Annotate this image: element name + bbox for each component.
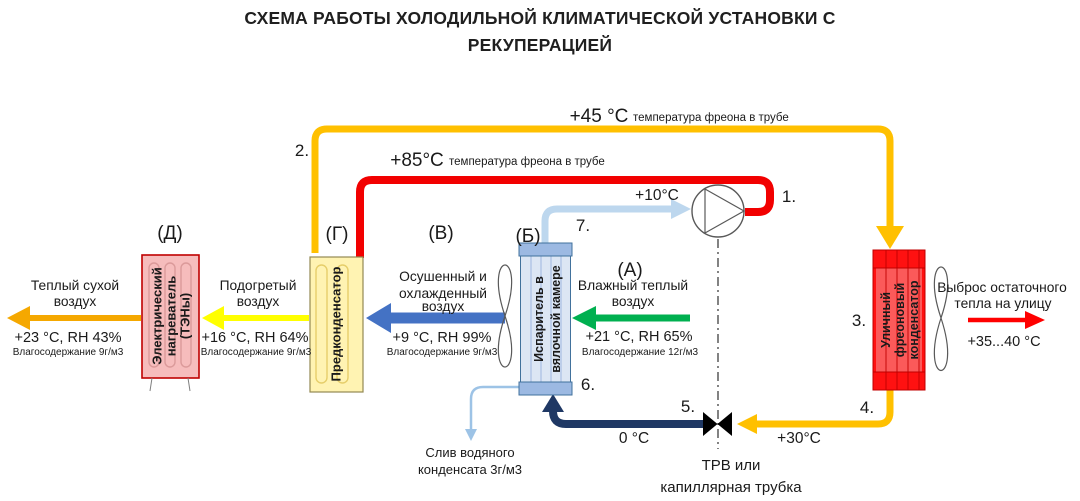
evaporator-fan-icon	[497, 264, 513, 368]
condenser-label-line3: конденсатор	[907, 280, 921, 359]
point-7-label: 7.	[576, 216, 590, 235]
precondenser-block: Предконденсатор	[309, 256, 364, 393]
condenser-fan-icon	[933, 266, 949, 372]
valve-caption-line2: капиллярная трубка	[660, 479, 802, 496]
pipe-liquid-yellow	[757, 388, 894, 428]
pipe-hot-gas-red	[356, 176, 774, 258]
point-1-label: 1.	[782, 187, 796, 206]
dried-air-line1: Осушенный и	[399, 269, 487, 284]
exhaust-heat-line1: Выброс остаточного	[937, 280, 1067, 295]
drain-caption-line2: конденсата 3г/м3	[418, 462, 522, 477]
pipe-expansion-navy	[549, 410, 706, 428]
humid-air-moisture: Влагосодержание 12г/м3	[582, 347, 699, 358]
arrowhead-into-condenser	[876, 226, 904, 249]
exhaust-heat-line2: тепла на улицу	[954, 296, 1051, 311]
drain-caption-line1: Слив водяного	[425, 445, 514, 460]
diagram-title-line1: СХЕМА РАБОТЫ ХОЛОДИЛЬНОЙ КЛИМАТИЧЕСКОЙ У…	[244, 8, 836, 28]
section-tag-V: (В)	[428, 223, 453, 244]
heated-air-moisture: Влагосодержание 9г/м3	[201, 347, 312, 358]
section-tag-D: (Д)	[157, 223, 183, 244]
expansion-pipe-temp: 0 °C	[619, 430, 649, 447]
hot-gas-pipe-temp: +85°C	[390, 150, 444, 171]
section-tag-G: (Г)	[326, 224, 349, 245]
precondenser-label: Предконденсатор	[329, 266, 344, 381]
dried-air-line2: охлажденный	[399, 286, 487, 301]
point-2-label: 2.	[295, 141, 309, 160]
recuperation-pipe-desc: температура фреона в трубе	[633, 112, 789, 124]
heated-air-line2: воздух	[237, 294, 280, 309]
suction-pipe-temp: +10°C	[635, 187, 679, 204]
arrowhead-drain	[465, 429, 477, 441]
heated-air-line1: Подогретый	[220, 278, 297, 293]
liquid-pipe-temp: +30°C	[777, 430, 821, 447]
exhaust-heat-temp: +35...40 °C	[967, 334, 1040, 350]
pipe-condensate-drain	[469, 385, 520, 429]
recuperation-pipe-temp: +45 °C	[570, 106, 629, 127]
arrowhead-into-evaporator	[542, 394, 564, 412]
pipe-suction-lightblue	[541, 205, 671, 249]
evaporator-label-line1: Испаритель в	[532, 276, 546, 362]
dried-air-line3: воздух	[422, 299, 465, 314]
arrow-dried-air	[366, 303, 505, 333]
warm-dry-air-line1: Теплый сухой	[31, 278, 119, 293]
point-5-label: 5.	[681, 397, 695, 416]
hot-gas-pipe-desc: температура фреона в трубе	[449, 156, 605, 168]
evaporator-label-line2: вялочной камере	[549, 265, 563, 373]
humid-air-line2: воздух	[612, 294, 655, 309]
condenser-label-line2: фреоновый	[893, 283, 907, 357]
compressor-icon	[691, 184, 746, 238]
expansion-valve-icon	[703, 412, 732, 436]
heated-air-temp: +16 °C, RH 64%	[202, 330, 309, 346]
arrowhead-into-compressor	[671, 199, 691, 219]
pipe-recuperation-yellow	[311, 125, 894, 253]
dried-air-moisture: Влагосодержание 9г/м3	[387, 347, 498, 358]
section-tag-B: (Б)	[515, 226, 540, 247]
section-tag-A: (А)	[617, 260, 642, 281]
humid-air-line1: Влажный теплый	[578, 278, 688, 293]
arrowhead-humid-air	[572, 306, 596, 330]
condenser-label-line1: Уличный	[879, 292, 893, 348]
point-4-label: 4.	[860, 398, 874, 417]
arrowhead-warm-dry-air	[7, 306, 30, 330]
warm-dry-air-moisture: Влагосодержание 9г/м3	[13, 347, 124, 358]
warm-dry-air-temp: +23 °C, RH 43%	[15, 330, 122, 346]
arrowhead-into-valve	[737, 414, 757, 434]
diagram-title: СХЕМА РАБОТЫ ХОЛОДИЛЬНОЙ КЛИМАТИЧЕСКОЙ У…	[0, 5, 1080, 59]
arrowhead-heated-air	[202, 306, 224, 330]
heater-block: Электрический нагреватель (ТЭНы)	[141, 254, 200, 392]
arrowhead-exhaust-heat	[1025, 311, 1045, 329]
heater-label-line3: (ТЭНы)	[178, 293, 193, 339]
point-6-label: 6.	[581, 375, 595, 394]
heater-label-line2: нагреватель	[164, 276, 179, 357]
valve-caption-line1: ТРВ или	[702, 457, 761, 474]
diagram-title-line2: РЕКУПЕРАЦИЕЙ	[467, 35, 613, 56]
dried-air-temp: +9 °C, RH 99%	[393, 330, 492, 346]
humid-air-temp: +21 °C, RH 65%	[586, 329, 693, 345]
evaporator-block: Испаритель в вялочной камере	[518, 242, 573, 396]
heater-label-line1: Электрический	[150, 267, 165, 364]
point-3-label: 3.	[852, 311, 866, 330]
condenser-block: Уличный фреоновый конденсатор	[872, 249, 926, 391]
warm-dry-air-line2: воздух	[54, 294, 97, 309]
